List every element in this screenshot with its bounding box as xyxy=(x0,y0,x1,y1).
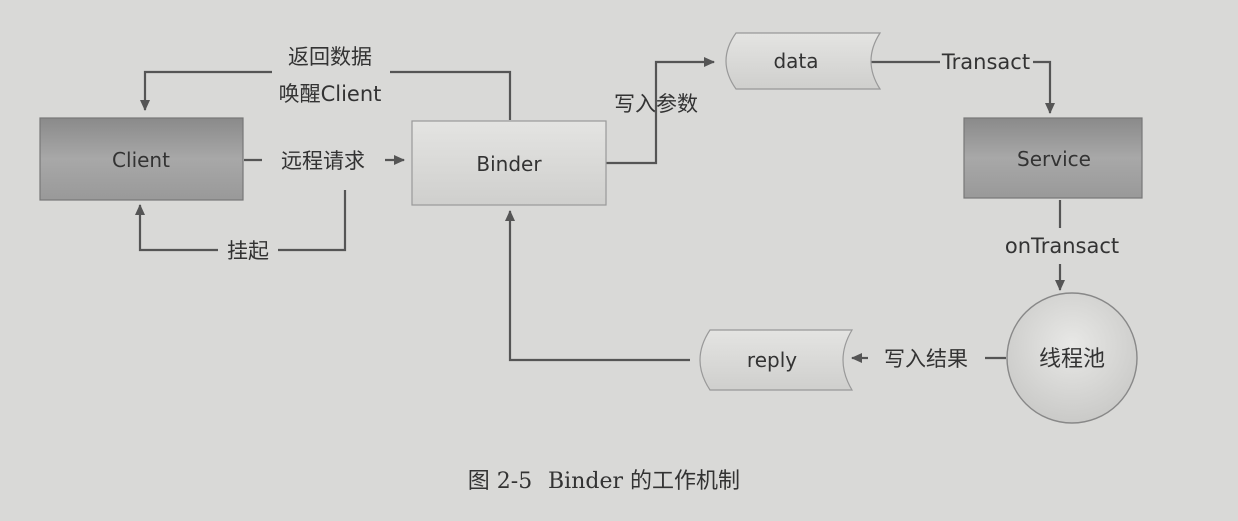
edge-reply-to-binder xyxy=(505,210,690,362)
edge-return-data xyxy=(145,70,512,120)
client-node: Client xyxy=(39,117,244,201)
thread-pool-node: 线程池 xyxy=(1006,292,1138,424)
data-label: data xyxy=(773,49,818,73)
client-label: Client xyxy=(112,148,170,172)
return-data-label-1: 返回数据 xyxy=(288,45,372,69)
binder-node: Binder xyxy=(411,120,607,206)
service-node: Service xyxy=(963,117,1143,199)
edge-write-params xyxy=(606,57,715,165)
figure-title: Binder 的工作机制 xyxy=(548,469,740,494)
write-params-label: 写入参数 xyxy=(614,92,698,116)
thread-pool-label: 线程池 xyxy=(1039,347,1105,372)
suspend-label: 挂起 xyxy=(227,239,269,263)
reply-node: reply xyxy=(699,329,854,391)
write-result-label: 写入结果 xyxy=(884,347,968,371)
edge-suspend xyxy=(140,190,347,252)
service-label: Service xyxy=(1017,147,1091,171)
ontransact-label: onTransact xyxy=(1005,234,1119,258)
return-data-label-2: 唤醒Client xyxy=(279,82,382,106)
edge-transact-right xyxy=(1033,60,1055,114)
transact-label: Transact xyxy=(941,50,1030,74)
figure-number: 图 2-5 xyxy=(468,469,532,494)
binder-label: Binder xyxy=(476,152,542,176)
reply-label: reply xyxy=(747,348,797,372)
remote-request-label: 远程请求 xyxy=(281,149,365,173)
data-node: data xyxy=(725,32,882,90)
